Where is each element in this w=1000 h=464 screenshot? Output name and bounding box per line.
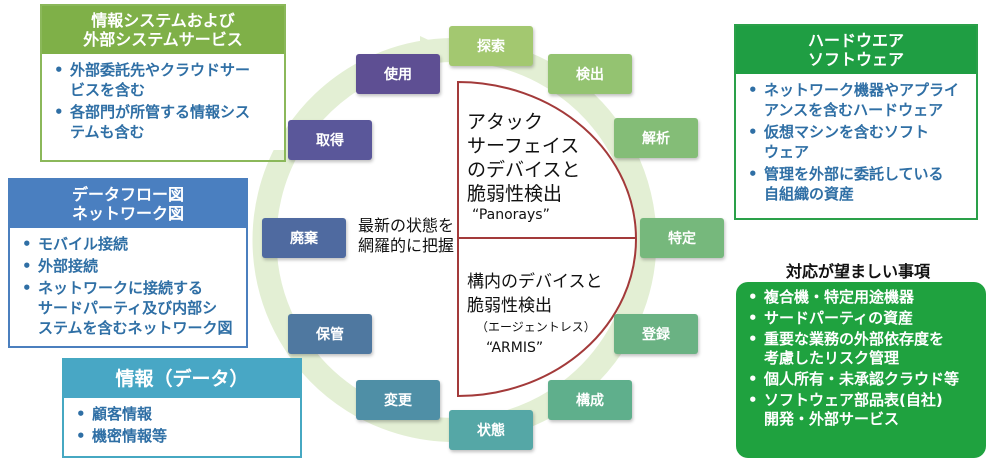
center-bottom-note: （エージェントレス） bbox=[476, 320, 596, 334]
cycle-step: 登録 bbox=[614, 314, 698, 354]
list-item: 各部門が所管する情報シス テムも含む bbox=[50, 102, 276, 142]
cycle-step: 使用 bbox=[356, 54, 440, 94]
center-bottom-text: 構内のデバイスと 脆弱性検出 bbox=[467, 272, 603, 316]
cycle-step: 取得 bbox=[288, 120, 372, 160]
info-systems-list: 外部委託先やクラウドサー ビスを含む各部門が所管する情報シス テムも含む bbox=[50, 60, 276, 142]
info-systems-title: 情報システムおよび 外部システムサービス bbox=[42, 6, 284, 54]
center-left-text: 最新の状態を 網羅的に把握 bbox=[358, 216, 455, 255]
information-list: 顧客情報機密情報等 bbox=[72, 404, 292, 446]
cycle-step: 構成 bbox=[548, 380, 632, 420]
hardware-box: ハードウエア ソフトウェア ネットワーク機器やアプライ アンスを含むハードウェア… bbox=[734, 24, 978, 220]
cycle-step: 状態 bbox=[449, 410, 533, 450]
list-item: 顧客情報 bbox=[72, 404, 292, 424]
desired-list: 複合機・特定用途機器サードパーティの資産重要な業務の外部依存度を 考慮したリスク… bbox=[744, 288, 978, 429]
center-top-product: “Panorays” bbox=[472, 207, 550, 223]
list-item: 管理を外部に委託している 自組織の資産 bbox=[744, 164, 968, 204]
list-item: 重要な業務の外部依存度を 考慮したリスク管理 bbox=[744, 330, 978, 368]
list-item: 個人所有・未承認クラウド等 bbox=[744, 370, 978, 389]
list-item: ネットワークに接続する サードパーティ及び内部シ ステムを含むネットワーク図 bbox=[18, 278, 238, 338]
information-box: 情報（データ） 顧客情報機密情報等 bbox=[62, 358, 302, 458]
list-item: モバイル接続 bbox=[18, 234, 238, 254]
cycle-step: 変更 bbox=[356, 380, 440, 420]
cycle-step: 保管 bbox=[288, 314, 372, 354]
list-item: ソフトウェア部品表(自社) 開発・外部サービス bbox=[744, 391, 978, 429]
dataflow-box: データフロー図 ネットワーク図 モバイル接続外部接続ネットワークに接続する サー… bbox=[8, 178, 248, 348]
desired-title: 対応が望ましい事項 bbox=[785, 262, 930, 281]
center-top-text: アタック サーフェイス のデバイスと 脆弱性検出 bbox=[467, 111, 581, 205]
cycle-step: 検出 bbox=[548, 54, 632, 94]
info-systems-box: 情報システムおよび 外部システムサービス 外部委託先やクラウドサー ビスを含む各… bbox=[40, 4, 286, 162]
cycle-step: 解析 bbox=[614, 118, 698, 158]
information-title: 情報（データ） bbox=[64, 360, 300, 398]
hardware-title: ハードウエア ソフトウェア bbox=[736, 26, 976, 74]
list-item: 機密情報等 bbox=[72, 426, 292, 446]
dataflow-title: データフロー図 ネットワーク図 bbox=[10, 180, 246, 228]
hardware-list: ネットワーク機器やアプライ アンスを含むハードウェア仮想マシンを含むソフト ウェ… bbox=[744, 80, 968, 204]
list-item: 外部委託先やクラウドサー ビスを含む bbox=[50, 60, 276, 100]
cycle-step: 探索 bbox=[449, 26, 533, 66]
list-item: 複合機・特定用途機器 bbox=[744, 288, 978, 307]
list-item: 仮想マシンを含むソフト ウェア bbox=[744, 122, 968, 162]
center-bottom-product: “ARMIS” bbox=[486, 340, 544, 356]
dataflow-list: モバイル接続外部接続ネットワークに接続する サードパーティ及び内部シ ステムを含… bbox=[18, 234, 238, 338]
cycle-step: 特定 bbox=[640, 218, 724, 258]
list-item: サードパーティの資産 bbox=[744, 309, 978, 328]
list-item: ネットワーク機器やアプライ アンスを含むハードウェア bbox=[744, 80, 968, 120]
desired-box: 複合機・特定用途機器サードパーティの資産重要な業務の外部依存度を 考慮したリスク… bbox=[736, 282, 986, 458]
cycle-step: 廃棄 bbox=[262, 218, 346, 258]
list-item: 外部接続 bbox=[18, 256, 238, 276]
